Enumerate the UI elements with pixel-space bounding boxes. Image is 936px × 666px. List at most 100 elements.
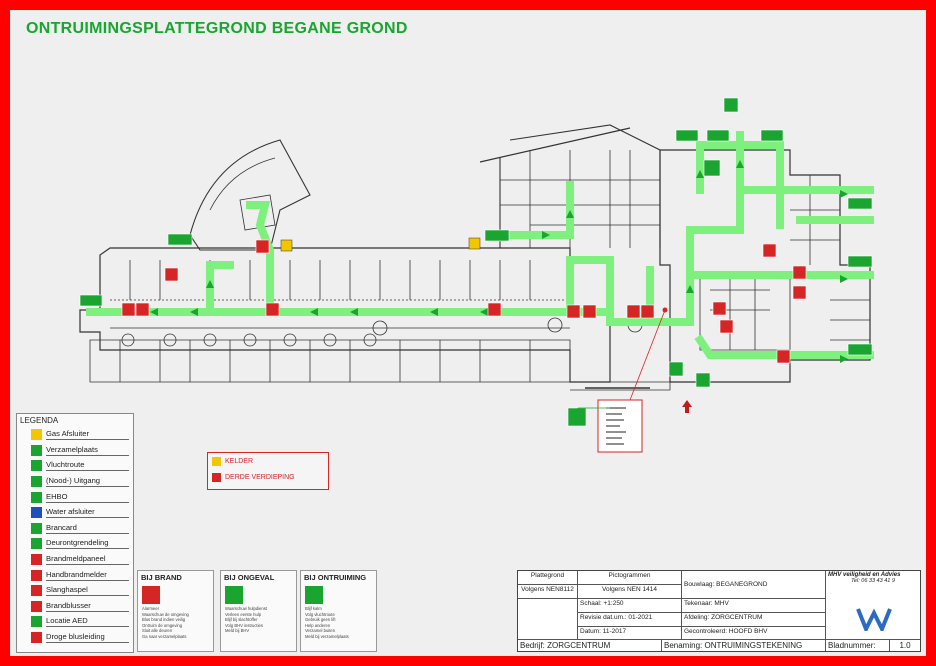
datum-field: Datum: 11-2017 bbox=[578, 627, 682, 640]
pictogrammen-label: Pictogrammen bbox=[578, 571, 682, 585]
third-floor-icon bbox=[212, 472, 221, 482]
title-block: Plattegrond Volgens NEN8112 Pictogrammen… bbox=[517, 570, 921, 652]
legend-item: (Nood-) Uitgang bbox=[17, 474, 133, 490]
bladnummer-value: 1.0 bbox=[899, 641, 911, 650]
instruction-line: Verzamel buiten bbox=[305, 628, 336, 633]
legend-item-label: Droge blusleiding bbox=[46, 632, 129, 644]
instruction-line: Blus brand indien veilig bbox=[142, 617, 186, 622]
legend-item: Slanghaspel bbox=[17, 583, 133, 599]
instruction-line: Volg vluchtroute bbox=[305, 611, 335, 617]
stretcher-icon bbox=[31, 522, 42, 534]
company-logo-icon bbox=[856, 608, 892, 631]
instruction-line: Ontruim de omgeving bbox=[142, 622, 183, 628]
legend-item: Locatie AED bbox=[17, 614, 133, 630]
legend-item: EHBO bbox=[17, 489, 133, 505]
tekenaar-field: Tekenaar: MHV bbox=[682, 599, 826, 613]
dry-riser-icon bbox=[31, 632, 42, 644]
legend-item: Gas Afsluiter bbox=[17, 427, 133, 443]
legend-item-label: Vluchtroute bbox=[46, 460, 129, 472]
floor-plan-sheet: ONTRUIMINGSPLATTEGROND BEGANE GROND bbox=[10, 10, 926, 656]
floor-reference-label: KELDER bbox=[225, 457, 254, 465]
floor-reference-label: DERDE VERDIEPING bbox=[225, 473, 295, 481]
legend-item-label: EHBO bbox=[46, 492, 129, 503]
instruction-heading: BIJ ONTRUIMING bbox=[304, 573, 367, 582]
instruction-heading: BIJ BRAND bbox=[141, 573, 182, 582]
legend-item-label: (Nood-) Uitgang bbox=[46, 476, 129, 488]
legend-item-label: Slanghaspel bbox=[46, 585, 129, 597]
instruction-line: Blijf bij slachtoffer bbox=[225, 617, 258, 622]
bedrijf-field: Bedrijf: ZORGCENTRUM bbox=[518, 640, 662, 651]
escape-route-arrow-icon bbox=[31, 460, 42, 472]
legend-item: Water afsluiter bbox=[17, 505, 133, 521]
revisie-field: Revisie dat.um.: 01-2021 bbox=[578, 613, 682, 627]
water-valve-icon bbox=[31, 507, 42, 519]
legend-heading: LEGENDA bbox=[20, 416, 59, 425]
hose-reel-icon bbox=[31, 585, 42, 597]
page-title: ONTRUIMINGSPLATTEGROND BEGANE GROND bbox=[26, 20, 408, 37]
basement-icon bbox=[212, 456, 221, 466]
instruction-heading: BIJ ONGEVAL bbox=[224, 573, 275, 582]
legend-item-label: Brancard bbox=[46, 523, 129, 534]
company-tel: Tel: 06 33 43 41 9 bbox=[851, 578, 895, 584]
legend-item: Verzamelplaats bbox=[17, 443, 133, 459]
instruction-line: Gebruik geen lift bbox=[305, 617, 336, 622]
benaming-field: Benaming: ONTRUIMINGSTEKENING bbox=[662, 640, 826, 651]
first-aid-icon bbox=[225, 586, 243, 604]
fire-extinguisher-icon bbox=[31, 600, 42, 612]
instruction-line: Volg BHV instructies bbox=[225, 622, 263, 628]
legend-item: Vluchtroute bbox=[17, 458, 133, 474]
afdeling-field: Afdeling: ZORGCENTRUM bbox=[682, 613, 826, 627]
bladnummer-label: Bladnummer: bbox=[826, 640, 890, 651]
plattegrond-label: Plattegrond bbox=[518, 571, 578, 585]
schaal-field: Schaal: +1:250 bbox=[578, 599, 682, 613]
fire-icon bbox=[142, 586, 160, 604]
floor-reference-box: KELDER DERDE VERDIEPING bbox=[207, 452, 329, 490]
legend-item-label: Water afsluiter bbox=[46, 507, 129, 519]
legend-item: Brandblusser bbox=[17, 599, 133, 615]
legend-item-label: Deurontgrendeling bbox=[46, 538, 129, 550]
legend-item-label: Brandmeldpaneel bbox=[46, 554, 129, 566]
legend-item-label: Handbrandmelder bbox=[46, 570, 129, 581]
instruction-line: Meld bij BHV bbox=[225, 628, 250, 633]
instruction-line: Alarmeer bbox=[142, 606, 159, 611]
legend-item-label: Brandblusser bbox=[46, 601, 129, 612]
instruction-line: Help anderen bbox=[305, 622, 331, 628]
bouwlaag-field: Bouwlaag: BEGANEGROND bbox=[682, 571, 826, 599]
emergency-exit-icon bbox=[31, 476, 42, 488]
floor-plan-drawing bbox=[79, 97, 874, 453]
instruction-line: Ga naar verzamelplaats bbox=[142, 633, 187, 639]
instruction-line: Sluit alle deuren bbox=[142, 628, 173, 633]
company-name: MHV veiligheid en Advies bbox=[828, 572, 901, 578]
instruction-line: Waarschuw hulpdienst bbox=[225, 606, 267, 611]
legend-item: Deurontgrendeling bbox=[17, 536, 133, 552]
manual-call-point-icon bbox=[31, 569, 42, 581]
instruction-line: Blijf kalm bbox=[305, 606, 322, 611]
pictogrammen-norm: Volgens NEN 1414 bbox=[578, 585, 682, 599]
legend-item: Brancard bbox=[17, 521, 133, 537]
instruction-line: Waarschuw de omgeving bbox=[142, 611, 189, 617]
instruction-line: Meld bij verzamelplaats bbox=[305, 633, 349, 639]
legend-item-label: Verzamelplaats bbox=[46, 445, 129, 456]
gecontroleerd-field: Gecontroleerd: HOOFD BHV bbox=[682, 627, 826, 640]
legend-item-label: Gas Afsluiter bbox=[46, 429, 129, 441]
instruction-line: Verleen eerste hulp bbox=[225, 611, 262, 617]
floor-reference-item: KELDER bbox=[208, 453, 328, 469]
legend-item: Brandmeldpaneel bbox=[17, 552, 133, 568]
first-aid-icon bbox=[31, 491, 42, 503]
legend-item: Handbrandmelder bbox=[17, 567, 133, 583]
aed-icon bbox=[31, 616, 42, 628]
evacuation-icon bbox=[305, 586, 323, 604]
plattegrond-norm: Volgens NEN8112 bbox=[518, 585, 578, 599]
assembly-point-icon bbox=[31, 444, 42, 456]
legend-item: Droge blusleiding bbox=[17, 630, 133, 646]
floor-reference-item: DERDE VERDIEPING bbox=[208, 469, 328, 485]
company-cell: MHV veiligheid en Advies Tel: 06 33 43 4… bbox=[826, 571, 920, 640]
legend-item-label: Locatie AED bbox=[46, 616, 129, 628]
fire-panel-icon bbox=[31, 554, 42, 566]
blank-cell bbox=[518, 599, 578, 640]
door-release-icon bbox=[31, 538, 42, 550]
